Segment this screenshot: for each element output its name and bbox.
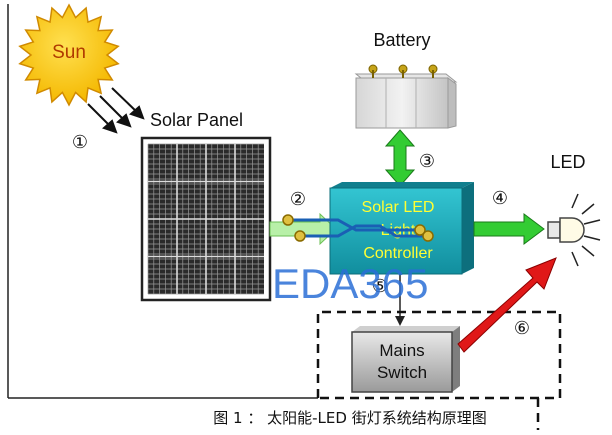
battery-label: Battery (373, 30, 430, 50)
marker-3: ③ (419, 151, 435, 172)
sun-label: Sun (52, 42, 86, 63)
marker-5: ⑤ (372, 276, 388, 297)
figure-caption: 图 1 ： 太阳能-LED 街灯系统结构原理图 (213, 409, 486, 427)
controller-label-line3: Controller (363, 245, 433, 262)
marker-1: ① (72, 132, 88, 153)
solar-panel-icon (140, 136, 272, 302)
solar-led-controller: Solar LED Light Controller (329, 182, 474, 275)
sunlight-arrows (87, 87, 145, 134)
led-icon (547, 193, 601, 267)
controller-switch-arrow (395, 274, 405, 326)
marker-6: ⑥ (514, 318, 530, 339)
marker-4: ④ (492, 188, 508, 209)
mains-dashed-box (316, 310, 562, 430)
switch-label-line2: Switch (377, 363, 427, 382)
marker-2: ② (290, 189, 306, 210)
panel-wires (288, 218, 428, 238)
wire-terminals (282, 214, 434, 242)
battery-icon (354, 64, 458, 129)
frame-lines (7, 4, 318, 399)
solar-panel-label: Solar Panel (150, 110, 243, 130)
mains-switch: Mains Switch (351, 326, 460, 393)
led-label: LED (550, 152, 585, 172)
watermark: EDA365 (272, 260, 428, 307)
controller-led-arrow (473, 213, 545, 245)
switch-led-arrow (457, 257, 557, 353)
controller-label-line1: Solar LED (362, 199, 435, 216)
sun-icon: Sun (18, 3, 120, 107)
battery-controller-arrow (384, 129, 416, 187)
switch-label-line1: Mains (379, 341, 424, 360)
